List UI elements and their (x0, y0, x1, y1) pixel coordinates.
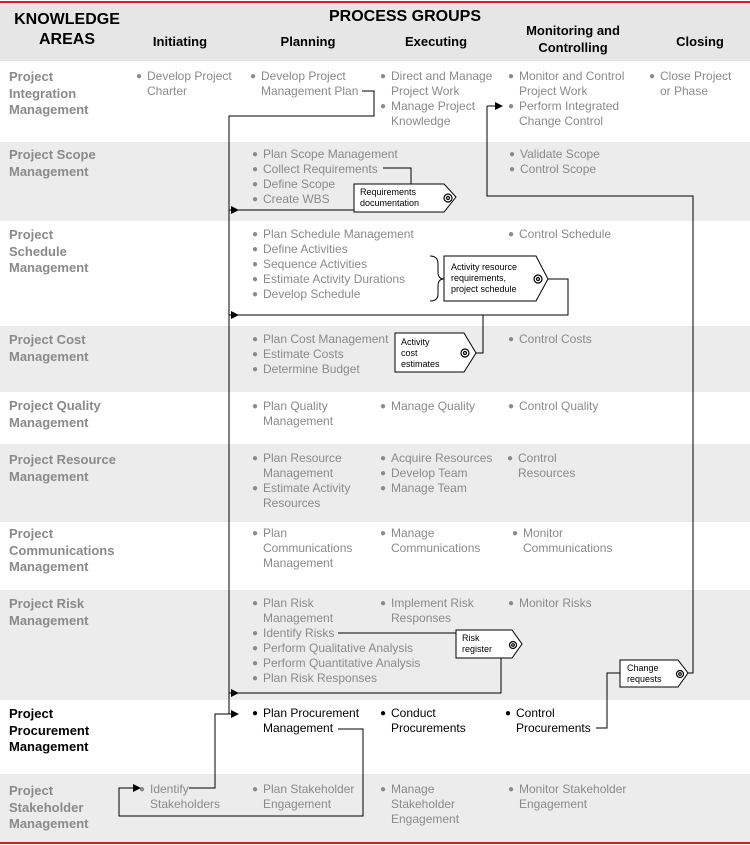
row-band-cost (0, 326, 750, 392)
costs-tag (394, 332, 477, 373)
process-monitor-risks: ●Monitor Risks (508, 596, 592, 610)
requirements-tag (353, 183, 457, 213)
change-requests-tag (619, 659, 689, 688)
risk-tag-hole (508, 640, 518, 650)
process-validate-scope: ●Validate Scope (509, 147, 600, 161)
change-requests-connector (486, 106, 694, 674)
process-plan-schedule-management: ●Plan Schedule Management (252, 227, 414, 241)
schedule-brace (429, 255, 445, 302)
row-band-resource (0, 444, 750, 522)
process-perform-quantitative-analysis: ●Perform Quantitative Analysis (252, 656, 421, 670)
column-closing: Closing (676, 34, 724, 49)
costs-tag-hole (460, 348, 470, 358)
row-band-stakeholder (0, 774, 750, 842)
process-plan-risk-responses: ●Plan Risk Responses (252, 671, 378, 685)
change-requests-tag-hole (675, 669, 685, 679)
process-determine-budget: ●Determine Budget (252, 362, 360, 376)
process-control-quality: ●Control Quality (508, 399, 599, 413)
process-control-scope: ●Control Scope (509, 162, 597, 176)
stakeholder-to-procurement-connector (189, 713, 229, 789)
risk-tag-connector (229, 655, 502, 694)
process-plan-cost-management: ●Plan Cost Management (252, 332, 389, 346)
top-rule (0, 1, 750, 3)
procurement-to-stakeholder-connector (118, 728, 364, 817)
column-planning: Planning (280, 34, 336, 49)
table-header (0, 3, 750, 61)
process-control-costs: ●Control Costs (508, 332, 592, 346)
risk-tag (455, 629, 523, 659)
process-create-wbs: ●Create WBS (252, 192, 330, 206)
process-plan-scope-management: ●Plan Scope Management (252, 147, 398, 161)
process-perform-qualitative-analysis: ●Perform Qualitative Analysis (252, 641, 414, 655)
schedule-tag-connector (229, 278, 569, 316)
process-estimate-activity-durations: ●Estimate Activity Durations (252, 272, 406, 286)
collect-requirements-connector (383, 167, 412, 184)
process-groups-heading: PROCESS GROUPS (328, 8, 482, 25)
process-sequence-activities: ●Sequence Activities (252, 257, 368, 271)
schedule-tag-hole (533, 274, 543, 284)
process-manage-team: ●Manage Team (380, 481, 467, 495)
control-procurements-connector (596, 672, 620, 729)
process-develop-schedule: ●Develop Schedule (252, 287, 361, 301)
process-estimate-costs: ●Estimate Costs (252, 347, 344, 361)
process-manage-quality: ●Manage Quality (380, 399, 476, 413)
column-initiating: Initiating (152, 34, 208, 49)
cost-tag-connector (476, 315, 484, 354)
process-collect-requirements: ●Collect Requirements (252, 162, 378, 176)
schedule-tag (443, 255, 549, 302)
requirements-tag-hole (443, 193, 453, 203)
process-control-schedule: ●Control Schedule (508, 227, 612, 241)
process-identify-risks: ●Identify Risks (252, 626, 335, 640)
process-define-scope: ●Define Scope (252, 177, 336, 191)
process-define-activities: ●Define Activities (252, 242, 348, 256)
bottom-rule (0, 842, 750, 844)
process-acquire-resources: ●Acquire Resources (380, 451, 493, 465)
pm-plan-connector (228, 90, 375, 714)
process-develop-team: ●Develop Team (380, 466, 468, 480)
column-executing: Executing (404, 34, 468, 49)
